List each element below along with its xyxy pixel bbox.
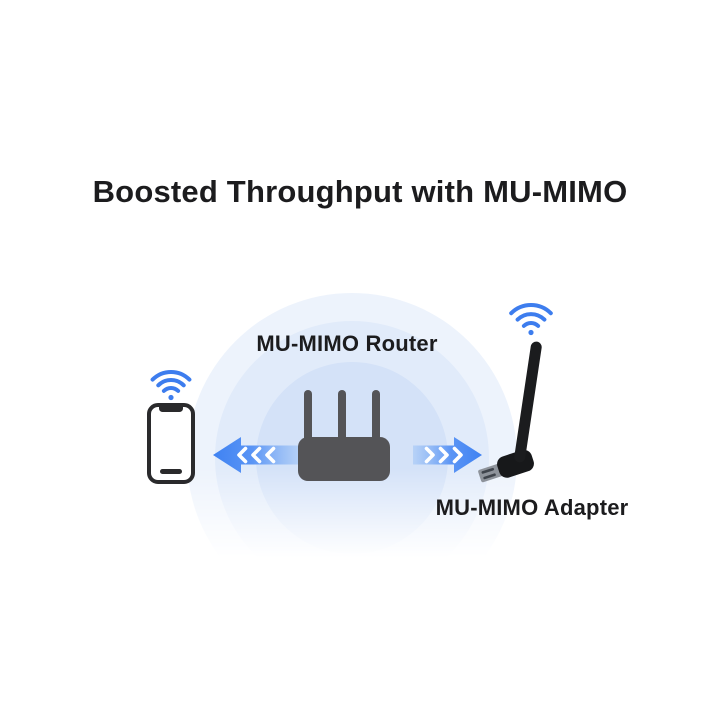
adapter-antenna [514,341,542,463]
phone-home-bar [160,469,182,474]
phone-notch [159,405,183,412]
wifi-signal-icon [150,369,192,401]
usb-adapter-icon [478,341,542,483]
wifi-signal-icon [509,303,553,336]
right-arrow-chevrons [424,446,463,464]
stream-arrow-right-icon [413,437,482,473]
left-arrow-chevrons [237,446,276,464]
adapter-label: MU-MIMO Adapter [435,495,629,520]
smartphone-icon [147,403,195,484]
router-label: MU-MIMO Router [256,331,438,356]
page-title: Boosted Throughput with MU-MIMO [92,174,628,209]
router-icon [298,390,390,481]
stream-arrow-left-icon [213,437,300,473]
